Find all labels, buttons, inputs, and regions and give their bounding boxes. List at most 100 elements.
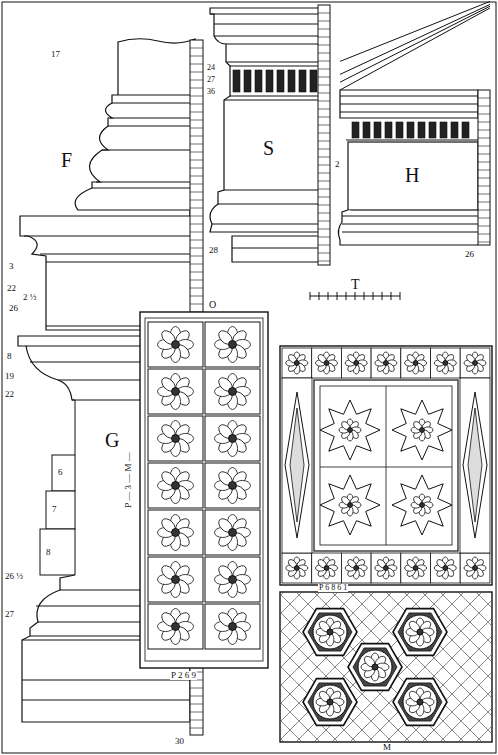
rosette <box>215 421 251 457</box>
frame-rect <box>140 312 268 668</box>
moulding-line <box>342 216 478 217</box>
moulding-line <box>340 8 490 90</box>
moulding-line <box>190 704 203 705</box>
dimension-number: 2 ½ <box>22 293 38 302</box>
frame-rect <box>148 510 203 555</box>
part-letter: T <box>350 278 361 292</box>
moulding-line <box>478 106 490 107</box>
dimension-number: 26 <box>464 250 475 259</box>
moulding-line <box>108 126 190 127</box>
rosette <box>406 688 434 716</box>
rosette <box>405 557 427 579</box>
moulding-line <box>318 229 330 230</box>
drawing-stroke <box>285 392 309 538</box>
frame-rect <box>148 463 203 508</box>
rosette <box>339 419 361 441</box>
moulding-line <box>190 248 203 249</box>
moulding-line <box>478 154 490 155</box>
frame-rect <box>233 70 240 92</box>
moulding-line <box>318 253 330 254</box>
moulding-line <box>318 101 330 102</box>
frame-rect <box>205 604 260 649</box>
moulding-line <box>22 680 190 681</box>
moulding-line <box>318 21 330 22</box>
frame-rect <box>277 70 284 92</box>
moulding-line <box>478 138 490 139</box>
moulding-line <box>190 200 203 201</box>
moulding-line <box>318 181 330 182</box>
moulding-line <box>110 118 190 119</box>
moulding-line <box>190 728 203 729</box>
moulding-line <box>318 157 330 158</box>
frame-rect <box>266 70 273 92</box>
rosette <box>215 609 251 645</box>
dimension-number: 28 <box>208 246 219 255</box>
dimension-number: 7 <box>51 505 58 514</box>
drawing-stroke <box>340 90 478 118</box>
rosette <box>158 327 194 363</box>
rosette <box>464 352 486 374</box>
moulding-line <box>224 100 318 101</box>
frame-rect <box>52 455 75 491</box>
moulding-line <box>478 98 490 99</box>
dimension-number: 19 <box>4 372 15 381</box>
frame-rect <box>148 604 203 649</box>
moulding-line <box>226 62 318 63</box>
frame-rect <box>282 348 312 378</box>
moulding-line <box>340 1 490 61</box>
frame-rect <box>40 529 75 575</box>
frame-rect <box>318 5 330 265</box>
moulding-line <box>478 146 490 147</box>
frame-rect <box>205 557 260 602</box>
moulding-line <box>346 292 347 300</box>
rosette <box>375 557 397 579</box>
moulding-line <box>226 44 318 45</box>
rosette <box>215 374 251 410</box>
dimension-number: O <box>208 300 217 310</box>
moulding-line <box>318 13 330 14</box>
drawing-stroke <box>290 408 304 522</box>
part-letter: S <box>262 138 275 158</box>
dimension-number: 36 <box>206 88 216 96</box>
moulding-line <box>190 224 203 225</box>
rosette <box>345 352 367 374</box>
dimension-number: 24 <box>206 64 216 72</box>
moulding-line <box>318 37 330 38</box>
frame-rect <box>282 553 312 583</box>
moulding-line <box>340 4 490 74</box>
moulding-line <box>112 103 190 104</box>
dimension-number: 6 <box>57 468 64 477</box>
frame-rect <box>385 122 392 138</box>
frame-rect <box>312 348 342 378</box>
dimension-number: 30 <box>174 737 185 746</box>
frame-rect <box>205 510 260 555</box>
drawing-stroke <box>232 236 318 262</box>
frame-rect <box>148 322 203 367</box>
dimension-number: 26 ½ <box>4 572 24 581</box>
moulding-line <box>190 272 203 273</box>
frame-rect <box>255 70 262 92</box>
star-ornament <box>392 400 452 460</box>
frame-rect <box>310 70 317 92</box>
frame-rect <box>431 348 461 378</box>
dimension-number: P 6 8 6 1 <box>318 584 348 592</box>
moulding-line <box>190 88 203 89</box>
rosette <box>434 352 456 374</box>
frame-rect <box>363 122 370 138</box>
frame-rect <box>244 70 251 92</box>
dimension-number: 3 <box>8 262 15 271</box>
moulding-line <box>478 178 490 179</box>
moulding-line <box>190 160 203 161</box>
frame-rect <box>320 386 452 545</box>
moulding-line <box>318 213 330 214</box>
rosette <box>215 515 251 551</box>
moulding-line <box>190 136 203 137</box>
dimension-number: 22 <box>4 390 15 399</box>
frame-rect <box>431 553 461 583</box>
moulding-line <box>46 262 190 263</box>
moulding-line <box>318 61 330 62</box>
frame-rect <box>352 122 359 138</box>
moulding-line <box>382 292 383 300</box>
